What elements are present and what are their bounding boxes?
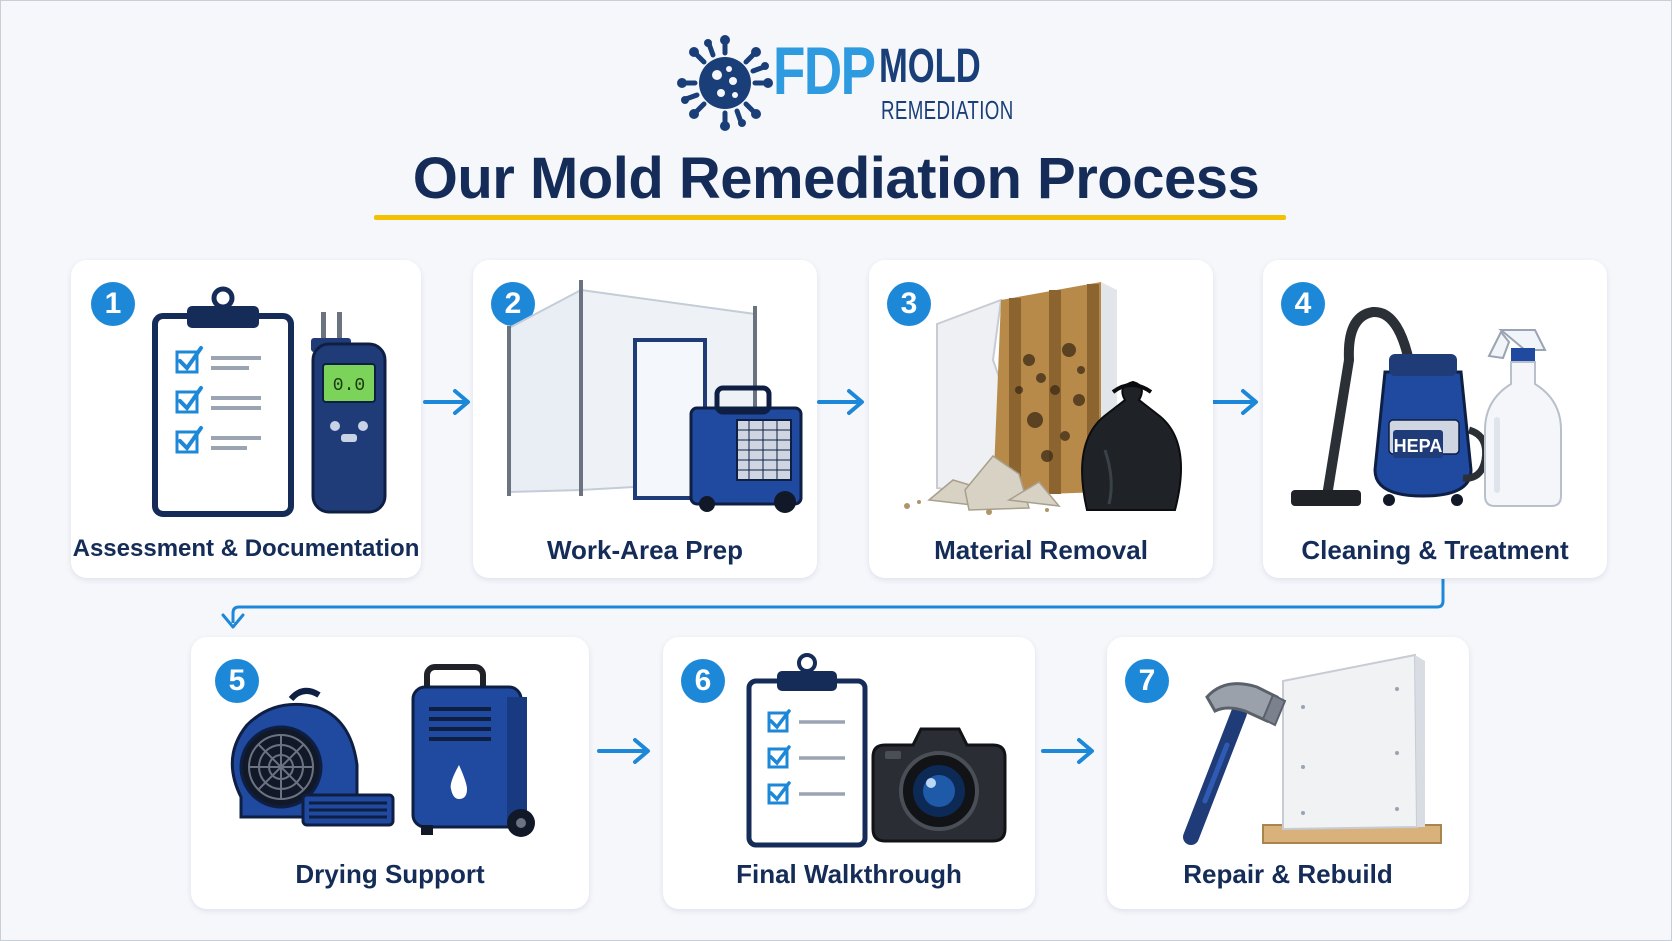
arrow-right-icon xyxy=(597,738,650,764)
brand-name-fdp: FDP xyxy=(773,33,876,109)
step-card-cleaning-treatment: 4 HEPA Cleaning & Treatment xyxy=(1263,260,1607,578)
arrow-right-icon xyxy=(1041,738,1094,764)
spray-bottle-icon xyxy=(1484,329,1562,507)
camera-icon xyxy=(871,727,1007,843)
step-label: Drying Support xyxy=(295,859,485,889)
title-underline xyxy=(374,215,1286,220)
step-card-assessment: 1 0.0 Assessment & Documentatio xyxy=(71,260,421,578)
air-mover-icon xyxy=(230,687,395,827)
step-number-badge: 6 xyxy=(681,659,725,703)
step-card-drying-support: 5 Drying Support xyxy=(191,637,589,909)
brand-name-remediation: REMEDIATION xyxy=(881,95,1014,125)
step-number-badge: 1 xyxy=(91,282,135,326)
dehumidifier-icon xyxy=(411,664,535,837)
arrow-right-icon xyxy=(817,389,864,415)
step-number-badge: 7 xyxy=(1125,659,1169,703)
step-number-badge: 4 xyxy=(1281,282,1325,326)
step-label: Material Removal xyxy=(934,535,1148,565)
arrow-right-icon xyxy=(423,389,470,415)
mold-spore-icon xyxy=(677,35,773,131)
drywall-panel-icon xyxy=(1262,653,1442,844)
clipboard-checklist-icon xyxy=(746,653,868,848)
hammer-icon xyxy=(1183,682,1287,845)
step-card-work-area-prep: 2 Work-Area Prep xyxy=(473,260,817,578)
step-label: Final Walkthrough xyxy=(736,859,962,889)
step-label: Work-Area Prep xyxy=(546,535,744,565)
arrow-right-icon xyxy=(1211,389,1258,415)
clipboard-checklist-icon xyxy=(152,286,294,517)
moisture-meter-icon: 0.0 xyxy=(311,312,387,514)
moldy-drywall-icon xyxy=(904,282,1117,515)
step-card-final-walkthrough: 6 Final Walkthrough xyxy=(663,637,1035,909)
page-title: Our Mold Remediation Process xyxy=(412,146,1260,211)
step-card-material-removal: 3 Material Removal xyxy=(869,260,1213,578)
step-card-repair-rebuild: 7 Repair & Rebuild xyxy=(1107,637,1469,909)
hepa-vacuum-icon: HEPA xyxy=(1291,307,1490,506)
step-label: Cleaning & Treatment xyxy=(1301,535,1569,565)
step-label: Repair & Rebuild xyxy=(1183,859,1393,889)
step-label: Assessment & Documentation xyxy=(72,535,420,562)
hepa-label: HEPA xyxy=(1394,436,1443,456)
trash-bag-icon xyxy=(1081,380,1182,511)
step-number-badge: 3 xyxy=(887,282,931,326)
brand-logo: FDP MOLD REMEDIATION xyxy=(677,33,1017,133)
step-number-badge: 5 xyxy=(215,659,259,703)
meter-readout: 0.0 xyxy=(333,376,365,396)
air-scrubber-icon xyxy=(689,385,803,513)
brand-name-mold: MOLD xyxy=(879,40,981,93)
